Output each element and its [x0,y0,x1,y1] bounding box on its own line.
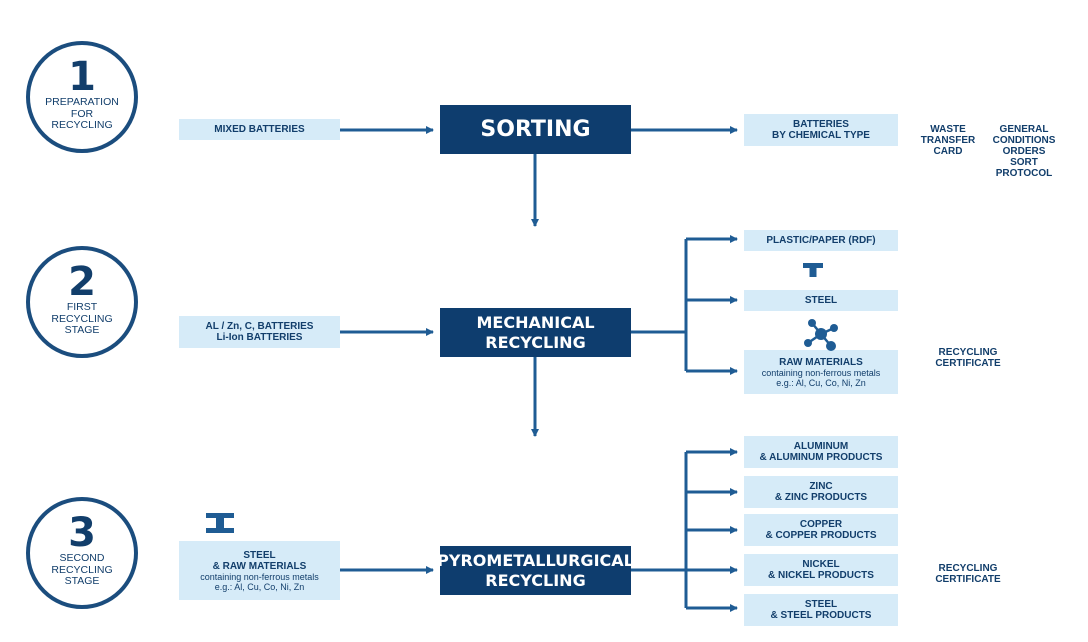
process-sorting-label: SORTING [480,117,591,142]
output-copper: COPPER & COPPER PRODUCTS [744,514,898,546]
doc-general-conditions: GENERAL CONDITIONS ORDERS SORT PROTOCOL [992,124,1056,179]
doc-recycling-certificate-2: RECYCLING CERTIFICATE [935,563,1001,585]
output-raw-line1: RAW MATERIALS [779,356,863,368]
stage-2-number: 2 [68,259,96,305]
output-batteries-line1: BATTERIES [793,119,849,130]
input-steel-line2: & RAW MATERIALS [212,560,307,572]
output-steel2-line1: STEEL [804,599,838,610]
output-plastic-paper: PLASTIC/PAPER (RDF) [744,230,898,251]
stage-3-circle: 3 SECOND RECYCLING STAGE [26,497,138,609]
input-mixed-batteries-label: MIXED BATTERIES [214,124,305,135]
process-mechanical-recycling: MECHANICAL RECYCLING [440,308,631,357]
output-zinc-line2: & ZINC PRODUCTS [774,492,868,503]
output-zinc: ZINC & ZINC PRODUCTS [744,476,898,508]
molecule-icon [804,319,838,351]
process-pyro-line1: PYROMETALLURGICAL [437,550,634,570]
output-aluminum-line1: ALUMINUM [793,441,849,452]
process-sorting: SORTING [440,105,631,154]
process-mechanical-line1: MECHANICAL [476,312,595,332]
output-raw-sub2: e.g.: Al, Cu, Co, Ni, Zn [776,377,866,388]
input-steel-raw-materials: STEEL & RAW MATERIALS containing non-fer… [179,541,340,600]
output-zinc-line1: ZINC [809,481,833,492]
output-steel-label: STEEL [804,295,838,306]
output-plastic-label: PLASTIC/PAPER (RDF) [766,235,876,246]
input-al-zn-line2: Li-Ion BATTERIES [216,332,303,343]
output-nickel-line1: NICKEL [802,559,840,570]
output-copper-line2: & COPPER PRODUCTS [765,530,877,541]
stage-2-circle: 2 FIRST RECYCLING STAGE [26,246,138,358]
input-steel-line1: STEEL [243,549,276,561]
output-nickel: NICKEL & NICKEL PRODUCTS [744,554,898,586]
stage-1-label: PREPARATION FOR RECYCLING [45,96,119,131]
process-pyrometallurgical-recycling: PYROMETALLURGICAL RECYCLING [437,546,634,595]
i-beam-icon [206,513,234,533]
input-al-zn-line1: AL / Zn, C, BATTERIES [205,321,314,332]
stage-3-label: SECOND RECYCLING STAGE [51,552,113,587]
output-raw-materials: RAW MATERIALS containing non-ferrous met… [744,350,898,394]
output-batteries-line2: BY CHEMICAL TYPE [772,130,870,141]
output-raw-sub1: containing non-ferrous metals [761,367,881,378]
stage-1-circle: 1 PREPARATION FOR RECYCLING [26,41,138,153]
output-nickel-line2: & NICKEL PRODUCTS [768,570,874,581]
stage-2-label: FIRST RECYCLING STAGE [51,301,113,336]
stage-3-number: 3 [68,510,96,556]
output-steel: STEEL [744,290,898,311]
output-steel2-line2: & STEEL PRODUCTS [770,610,872,621]
output-batteries-by-type: BATTERIES BY CHEMICAL TYPE [744,114,898,146]
output-steel-products: STEEL & STEEL PRODUCTS [744,594,898,626]
output-copper-line1: COPPER [799,519,843,530]
input-mixed-batteries: MIXED BATTERIES [179,119,340,140]
input-steel-sub2: e.g.: Al, Cu, Co, Ni, Zn [214,581,305,592]
process-pyro-line2: RECYCLING [485,570,586,590]
doc-waste-transfer-card: WASTE TRANSFER CARD [920,124,976,157]
input-al-zn-batteries: AL / Zn, C, BATTERIES Li-Ion BATTERIES [179,316,340,348]
output-aluminum-line2: & ALUMINUM PRODUCTS [759,452,883,463]
output-aluminum: ALUMINUM & ALUMINUM PRODUCTS [744,436,898,468]
process-mechanical-line2: RECYCLING [485,332,586,352]
doc-recycling-certificate-1: RECYCLING CERTIFICATE [935,347,1001,369]
stage-1-number: 1 [68,54,96,100]
input-steel-sub1: containing non-ferrous metals [200,571,319,582]
steel-beam-icon [803,263,823,277]
